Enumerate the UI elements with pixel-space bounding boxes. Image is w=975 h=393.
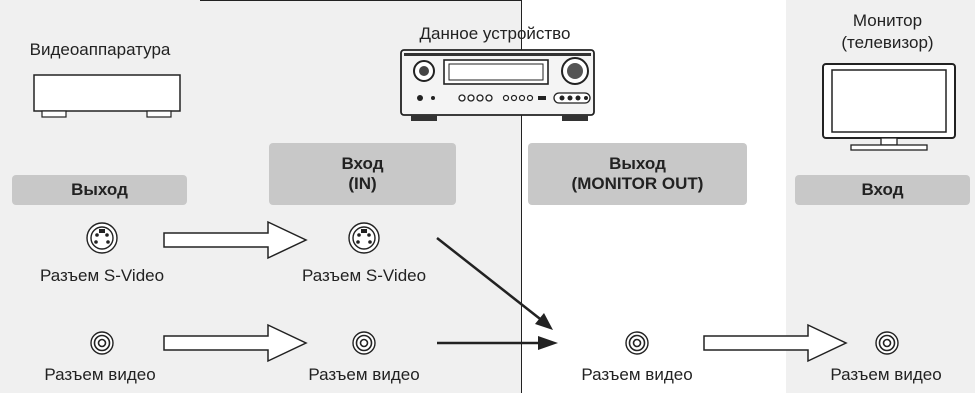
rca-video-connector-icon (90, 331, 114, 355)
source-output-badge: Выход (12, 175, 187, 205)
rca-video-connector-icon (875, 331, 899, 355)
device-title: Данное устройство (419, 24, 571, 43)
source-svideo-label: Разъем S-Video (39, 266, 165, 285)
source-title: Видеоаппаратура (29, 40, 171, 59)
video-cable-arrow (163, 323, 308, 363)
rca-video-connector-icon (625, 331, 649, 355)
device-video-out-label: Разъем видео (581, 365, 693, 384)
svideo-connector-icon (348, 222, 380, 254)
internal-svideo-to-monitor-arrow (436, 237, 553, 330)
source-video-label: Разъем видео (44, 365, 156, 384)
device-input-badge: Вход (IN) (269, 143, 456, 205)
receiver-icon (400, 49, 595, 121)
svideo-cable-arrow (163, 220, 308, 260)
monitor-video-label: Разъем видео (830, 365, 942, 384)
internal-video-to-monitor-arrow (437, 336, 558, 350)
tv-monitor-icon (822, 63, 956, 151)
svideo-connector-icon (86, 222, 118, 254)
monitor-input-badge: Вход (795, 175, 970, 205)
device-output-badge: Выход (MONITOR OUT) (528, 143, 747, 205)
monitor-cable-arrow (703, 323, 848, 363)
device-svideo-label: Разъем S-Video (301, 266, 427, 285)
rca-video-connector-icon (352, 331, 376, 355)
video-equipment-icon (33, 74, 181, 118)
monitor-title: Монитор (телевизор) (841, 11, 934, 53)
device-video-in-label: Разъем видео (308, 365, 420, 384)
